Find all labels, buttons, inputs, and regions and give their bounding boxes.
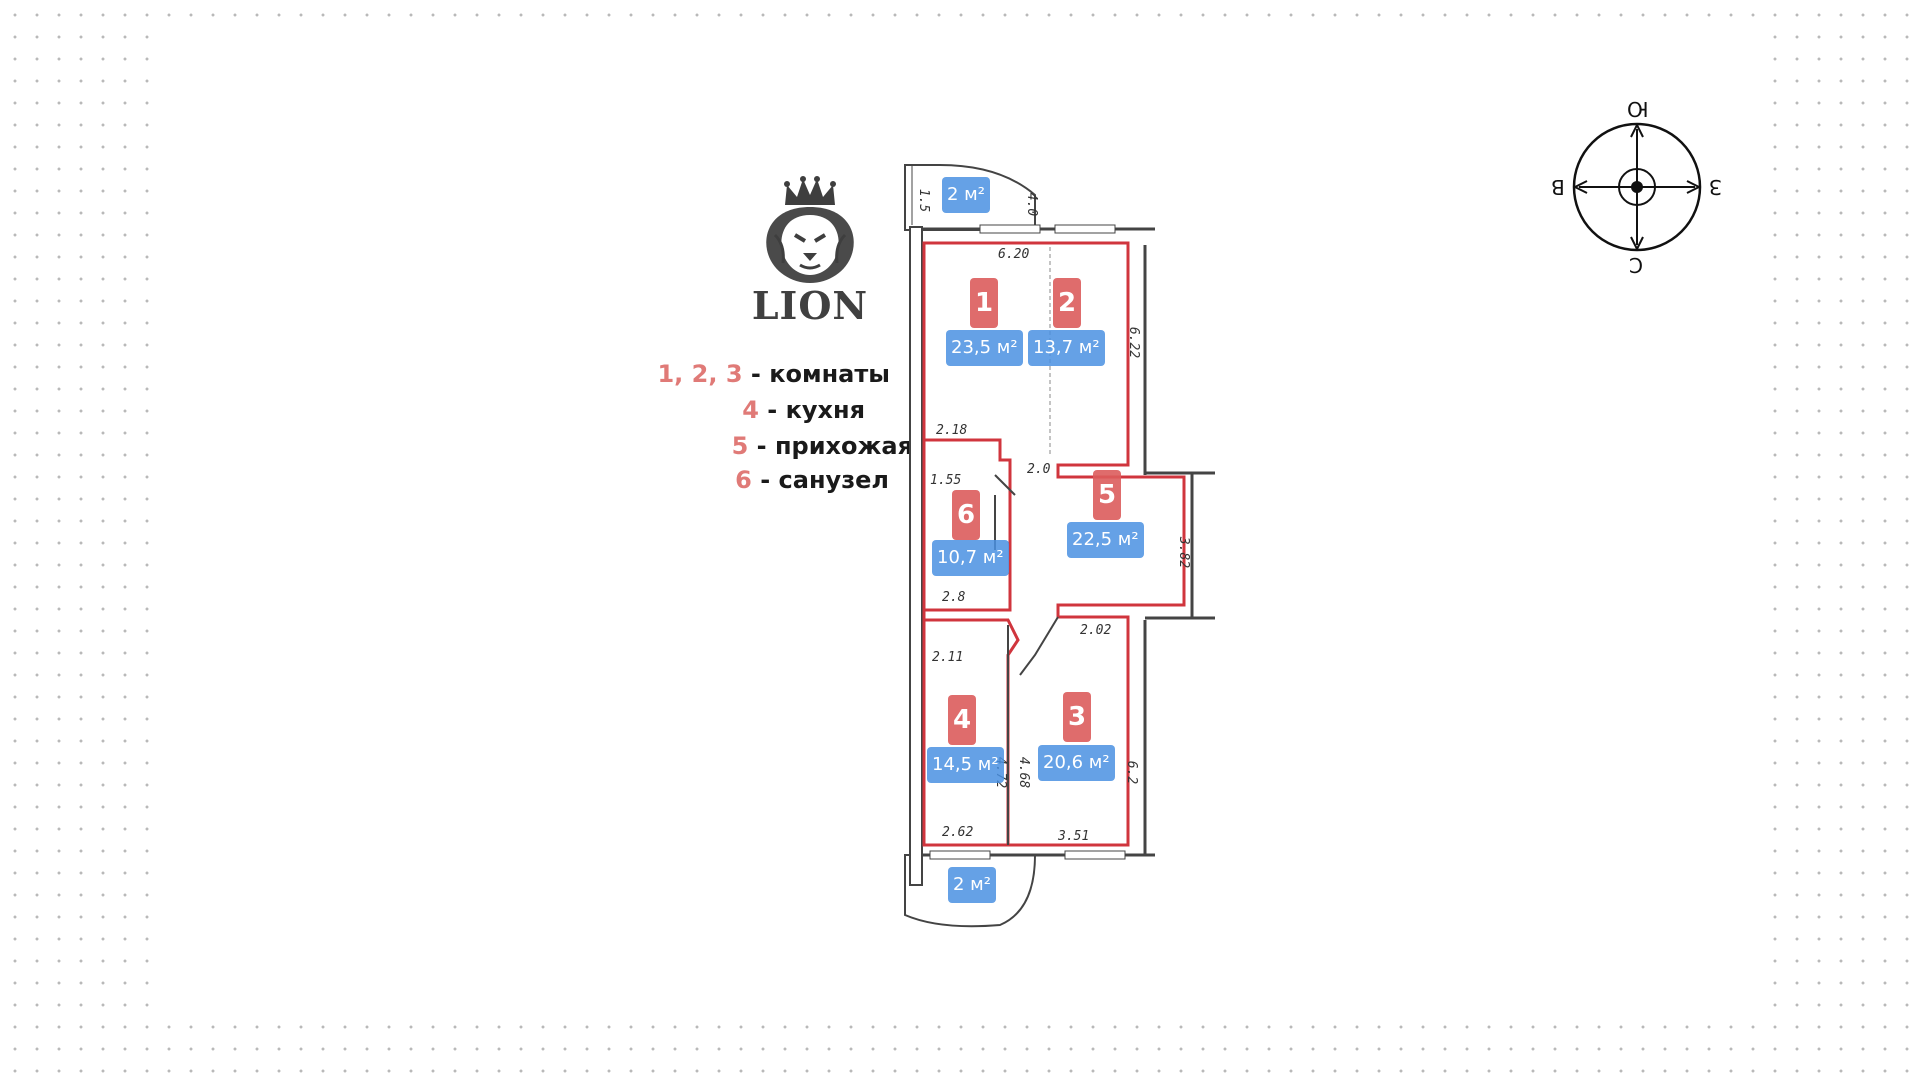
dimension-label: 4.0 [1024,192,1040,217]
balcony-bottom-area: 2 м² [948,867,996,903]
dimension-label: 2.0 [1027,462,1051,477]
room-5-number: 5 [1093,470,1121,520]
dimension-label: 3.82 [1176,536,1192,569]
balcony-top-area: 2 м² [942,177,990,213]
lion-crown-icon [766,176,854,283]
legend-numbers: 5 [731,432,749,460]
dimension-label: 1.55 [930,473,962,488]
legend-label: - прихожая [756,432,913,460]
compass-west-label: В [1551,175,1565,199]
dimension-label: 6.20 [998,247,1030,262]
dimension-label: 3.51 [1058,829,1090,844]
room-6-area: 10,7 м² [932,540,1009,576]
brand-logo: LION [745,175,875,328]
legend-numbers: 6 [735,466,752,494]
brand-name: LION [751,283,869,328]
room-5-area: 22,5 м² [1067,522,1144,558]
dimension-label: 2.02 [1080,623,1112,638]
room-6-number: 6 [952,490,980,540]
legend-item-kitchen: 4 - кухня [742,396,865,424]
floor-plan-walls [904,164,1215,928]
compass-east-label: З [1709,175,1722,199]
dimension-label: 1.5 [916,188,932,213]
legend-numbers: 4 [742,396,759,424]
legend-numbers: 1, 2, 3 [657,360,743,388]
dimension-label: 2.18 [936,423,968,438]
room-1-number: 1 [970,278,998,328]
room-4-area: 14,5 м² [927,747,1004,783]
dimension-label: 2.8 [942,590,966,605]
dimension-label: 2.62 [942,825,974,840]
compass-south-label: С [1629,253,1643,277]
room-1-area: 23,5 м² [946,330,1023,366]
room-2-area: 13,7 м² [1028,330,1105,366]
legend-label: - кухня [767,396,865,424]
dimension-label: 2.11 [932,650,964,665]
compass-north-label: Ю [1627,97,1649,121]
compass: Ю С З В [1545,95,1730,280]
room-4-number: 4 [948,695,976,745]
dimension-label: 6.2 [1124,760,1140,785]
legend-item-rooms: 1, 2, 3 - комнаты [657,360,890,388]
room-3-area: 20,6 м² [1038,745,1115,781]
floor-plan: 6.20 6.22 2.18 1.55 2.0 2.8 2.11 2.02 4.… [880,155,1260,935]
legend-item-hall: 5 - прихожая [732,432,913,460]
legend-label: - санузел [760,466,889,494]
legend-item-bathroom: 6 - санузел [735,466,889,494]
legend-label: - комнаты [750,360,890,388]
room-3-number: 3 [1063,692,1091,742]
dimension-label: 6.22 [1126,326,1142,359]
room-2-number: 2 [1053,278,1081,328]
dimension-label: 4.68 [1016,756,1032,789]
compass-rose-icon [1572,122,1702,252]
